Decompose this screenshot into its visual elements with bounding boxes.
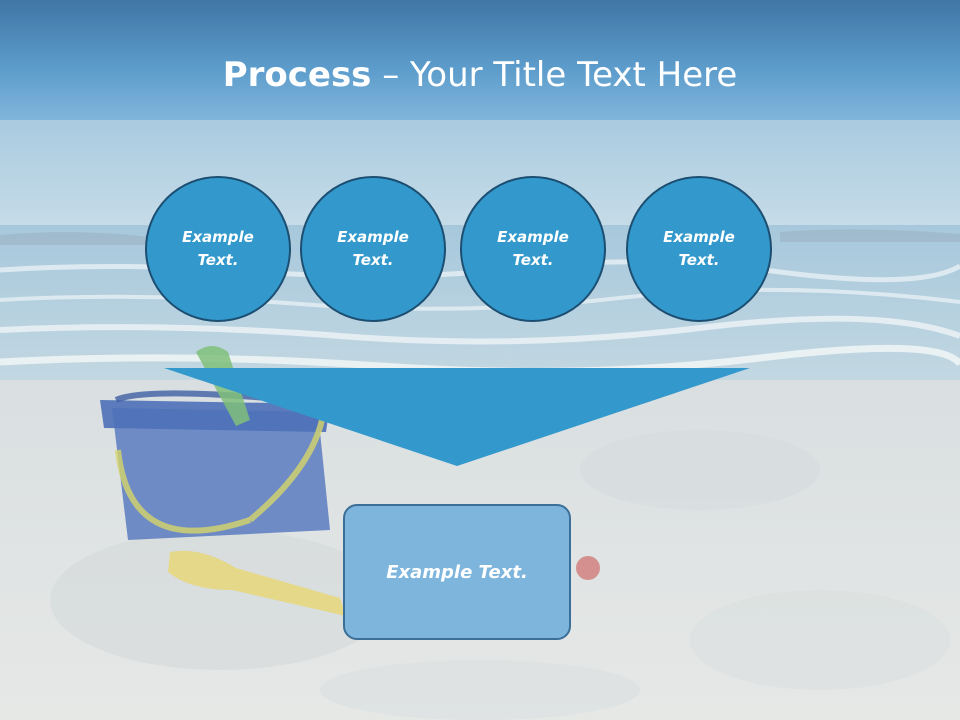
process-step-circle-2[interactable]: Example Text. xyxy=(300,176,446,322)
process-step-circle-1[interactable]: Example Text. xyxy=(145,176,291,322)
title-bold-part: Process xyxy=(222,55,372,95)
process-step-label: Example Text. xyxy=(182,228,254,269)
process-step-circle-4[interactable]: Example Text. xyxy=(626,176,772,322)
result-box-label: Example Text. xyxy=(386,561,528,583)
process-step-label: Example Text. xyxy=(663,228,735,269)
process-step-label: Example Text. xyxy=(337,228,409,269)
slide-title: Process – Your Title Text Here xyxy=(0,50,960,100)
process-step-label: Example Text. xyxy=(497,228,569,269)
process-step-circle-3[interactable]: Example Text. xyxy=(460,176,606,322)
title-rest-part: – Your Title Text Here xyxy=(371,55,738,95)
funnel-triangle-shape[interactable] xyxy=(164,368,750,466)
result-box[interactable]: Example Text. xyxy=(343,504,571,640)
